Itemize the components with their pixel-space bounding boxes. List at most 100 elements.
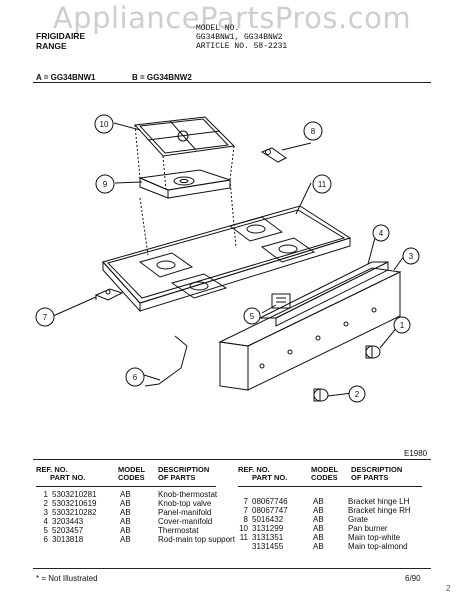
callout-label-11: 11 <box>318 180 327 189</box>
right-row-6-part: 3131455 <box>252 542 284 551</box>
right-row-5-part: 3131351 <box>252 533 284 542</box>
model-b-label: B = GG34BNW2 <box>132 73 192 82</box>
left-header-rule <box>36 486 216 487</box>
right-row-1-desc: Bracket hinge LH <box>348 497 410 506</box>
right-row-4-ref: 10 <box>239 524 248 533</box>
callout-label-10: 10 <box>100 120 109 129</box>
revision-date: 6/90 <box>405 574 421 583</box>
support-rod-part <box>144 335 188 387</box>
right-row-5-desc: Main top-white <box>348 533 401 542</box>
callout-label-9: 9 <box>103 180 108 189</box>
right-row-1-ref: 7 <box>243 497 248 506</box>
right-header-rule <box>238 486 422 487</box>
right-row-2-code: AB <box>313 506 324 515</box>
left-row-5-ref: 5 <box>43 526 48 535</box>
left-row-3-ref: 3 <box>43 508 48 517</box>
right-row-5-code: AB <box>313 533 324 542</box>
table-rule <box>33 459 431 460</box>
left-row-4-part: 3203443 <box>52 517 84 526</box>
left-row-2-code: AB <box>120 499 131 508</box>
page-number: 2 <box>446 584 451 593</box>
pan-burner-part <box>138 169 231 199</box>
right-row-3-part: 5016432 <box>252 515 284 524</box>
right-row-6-code: AB <box>313 542 324 551</box>
callout-11 <box>312 174 332 194</box>
left-row-2-part: 5303210619 <box>52 499 97 508</box>
callout-label-2: 2 <box>355 390 360 399</box>
right-row-2-ref: 7 <box>243 506 248 515</box>
left-row-1-part: 5303210281 <box>52 490 97 499</box>
right-row-2-desc: Bracket hinge RH <box>348 506 411 515</box>
grate-part <box>133 116 236 157</box>
left-row-5-part: 5203457 <box>52 526 84 535</box>
callout-9 <box>95 174 115 194</box>
right-row-3-ref: 8 <box>243 515 248 524</box>
right-row-1-part: 08067746 <box>252 497 288 506</box>
left-row-5-desc: Thermostat <box>158 526 199 535</box>
hinge-bracket-part <box>94 288 124 301</box>
right-row-6-ref <box>236 542 248 551</box>
left-row-2-desc: Knob-top valve <box>158 499 212 508</box>
callout-label-7: 7 <box>43 313 48 322</box>
left-row-4-ref: 4 <box>43 517 48 526</box>
right-row-4-code: AB <box>313 524 324 533</box>
left-row-3-desc: Panel-manifold <box>158 508 212 517</box>
figure-id: E1980 <box>404 449 428 458</box>
range-title: RANGE <box>36 41 67 51</box>
model-label: MODEL NO. <box>196 24 240 33</box>
right-row-6-desc: Main top-almond <box>348 542 408 551</box>
model-a-label: A = GG34BNW1 <box>36 73 96 82</box>
left-row-1-code: AB <box>120 490 131 499</box>
header-rule <box>33 82 431 83</box>
footer-rule <box>33 568 431 569</box>
callout-label-8: 8 <box>311 127 316 136</box>
knob-top-valve-part <box>313 388 329 402</box>
brand-title: FRIGIDAIRE <box>36 31 86 41</box>
callout-label-4: 4 <box>379 229 384 238</box>
right-row-4-part: 3131299 <box>252 524 284 533</box>
callout-6 <box>125 367 145 387</box>
left-ref-part-header: REF. NO. PART NO. <box>36 465 86 482</box>
manifold-panel-part <box>218 267 402 391</box>
callout-label-6: 6 <box>133 373 138 382</box>
grate-small-part <box>260 147 287 163</box>
right-desc-header: DESCRIPTION OF PARTS <box>351 465 403 482</box>
right-ref-part-header: REF. NO. PART NO. <box>238 465 288 482</box>
right-row-3-code: AB <box>313 515 324 524</box>
left-row-3-part: 5303210282 <box>52 508 97 517</box>
callout-8 <box>303 121 323 141</box>
left-desc-header: DESCRIPTION OF PARTS <box>158 465 210 482</box>
right-row-1-code: AB <box>313 497 324 506</box>
knob-thermostat-part <box>365 345 381 359</box>
left-row-4-desc: Cover-manifold <box>158 517 213 526</box>
right-row-2-part: 08067747 <box>252 506 288 515</box>
left-row-6-ref: 6 <box>43 535 48 544</box>
callout-10 <box>94 114 114 134</box>
left-row-6-desc: Rod-main top support <box>158 535 235 544</box>
left-row-2-ref: 2 <box>43 499 48 508</box>
left-row-6-code: AB <box>120 535 131 544</box>
footnote: * = Not Illustrated <box>36 574 98 583</box>
callouts <box>35 114 420 403</box>
thermostat-part <box>271 293 291 309</box>
callout-1 <box>393 316 411 334</box>
exploded-diagram: 10 9 8 11 4 3 5 7 1 6 2 <box>35 114 420 403</box>
callout-2 <box>348 385 366 403</box>
right-codes-header: MODEL CODES <box>311 465 338 482</box>
right-row-5-ref: 11 <box>239 533 248 542</box>
left-row-1-ref: 1 <box>43 490 48 499</box>
main-top-part <box>102 205 352 313</box>
callout-7 <box>35 307 55 327</box>
left-codes-header: MODEL CODES <box>118 465 145 482</box>
left-row-3-code: AB <box>120 508 131 517</box>
watermark: AppliancePartsPros.com <box>52 1 412 35</box>
left-row-6-part: 3013818 <box>52 535 84 544</box>
callout-5 <box>243 307 261 325</box>
article-number: ARTICLE NO. 58-2231 <box>196 42 288 51</box>
